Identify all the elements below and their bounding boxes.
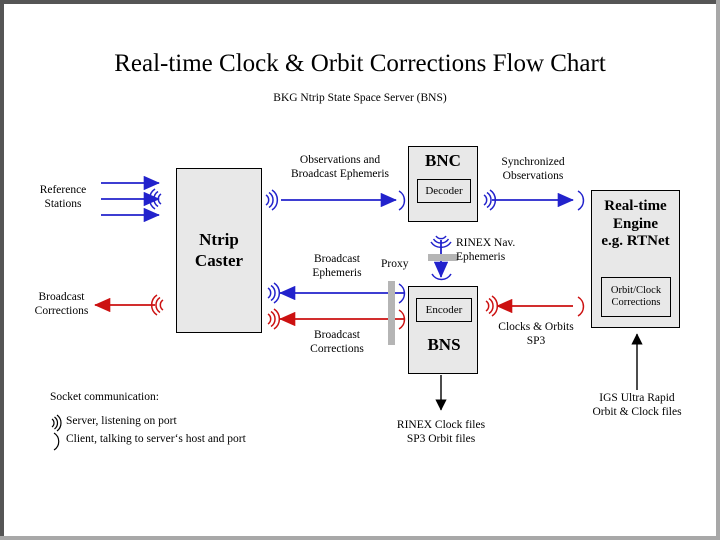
box-bns-encoder[interactable]: Encoder xyxy=(416,298,472,322)
label-igs-ultra-rapid: IGS Ultra Rapid Orbit & Clock files xyxy=(592,392,682,419)
socket-client-icon xyxy=(53,432,60,451)
box-bnc[interactable]: BNC Decoder xyxy=(408,146,478,222)
legend-server-label: Server, listening on port xyxy=(66,415,177,427)
socket-server-icon xyxy=(150,294,164,316)
proxy-bar-vertical xyxy=(388,281,395,345)
box-bns[interactable]: Encoder BNS xyxy=(408,286,478,374)
socket-server-icon xyxy=(267,308,281,330)
window-frame-left xyxy=(0,0,4,540)
proxy-label: Proxy xyxy=(381,258,409,270)
socket-server-icon xyxy=(485,295,499,317)
window-frame-top xyxy=(0,0,720,4)
window-frame-bottom xyxy=(0,536,720,540)
legend-heading: Socket communication: xyxy=(50,391,159,403)
label-broadcast-corrections-out: Broadcast Corrections xyxy=(34,291,89,318)
box-real-time-engine-title: Real-time Engine e.g. RTNet xyxy=(601,198,670,250)
legend-client-label: Client, talking to server‘s host and por… xyxy=(66,433,246,445)
socket-server-icon xyxy=(483,189,497,211)
box-real-time-engine[interactable]: Real-time Engine e.g. RTNet Orbit/Clock … xyxy=(591,190,680,328)
label-broadcast-ephemeris: Broadcast Ephemeris xyxy=(312,253,362,280)
label-observations-broadcast-ephemeris: Observations and Broadcast Ephemeris xyxy=(290,154,390,181)
box-orbit-clock-corrections[interactable]: Orbit/Clock Corrections xyxy=(601,277,671,317)
socket-server-icon xyxy=(51,414,62,432)
page-title: Real-time Clock & Orbit Corrections Flow… xyxy=(114,50,606,77)
box-bns-title: BNS xyxy=(427,335,461,354)
label-broadcast-corrections-bns: Broadcast Corrections xyxy=(310,329,364,356)
socket-server-icon xyxy=(148,188,162,210)
socket-server-icon xyxy=(430,235,452,249)
label-clocks-orbits-sp3: Clocks & Orbits SP3 xyxy=(498,321,574,348)
label-rinex-nav-ephemeris: RINEX Nav. Ephemeris xyxy=(456,237,516,264)
socket-client-icon xyxy=(398,190,585,330)
label-rinex-clock-sp3-files: RINEX Clock files SP3 Orbit files xyxy=(396,419,486,446)
socket-server-icon xyxy=(265,189,279,211)
box-ntrip-caster[interactable]: Ntrip Caster xyxy=(176,168,262,333)
label-reference-stations: Reference Stations xyxy=(39,184,87,211)
page-subtitle: BKG Ntrip State Space Server (BNS) xyxy=(273,92,447,104)
proxy-bar-horizontal xyxy=(428,254,458,261)
socket-server-icon xyxy=(267,282,281,304)
box-bnc-title: BNC xyxy=(425,151,461,170)
box-ntrip-caster-title: Ntrip Caster xyxy=(194,230,244,270)
box-bnc-decoder[interactable]: Decoder xyxy=(417,179,471,203)
window-frame-right xyxy=(716,0,720,540)
label-synchronized-observations: Synchronized Observations xyxy=(501,156,565,183)
